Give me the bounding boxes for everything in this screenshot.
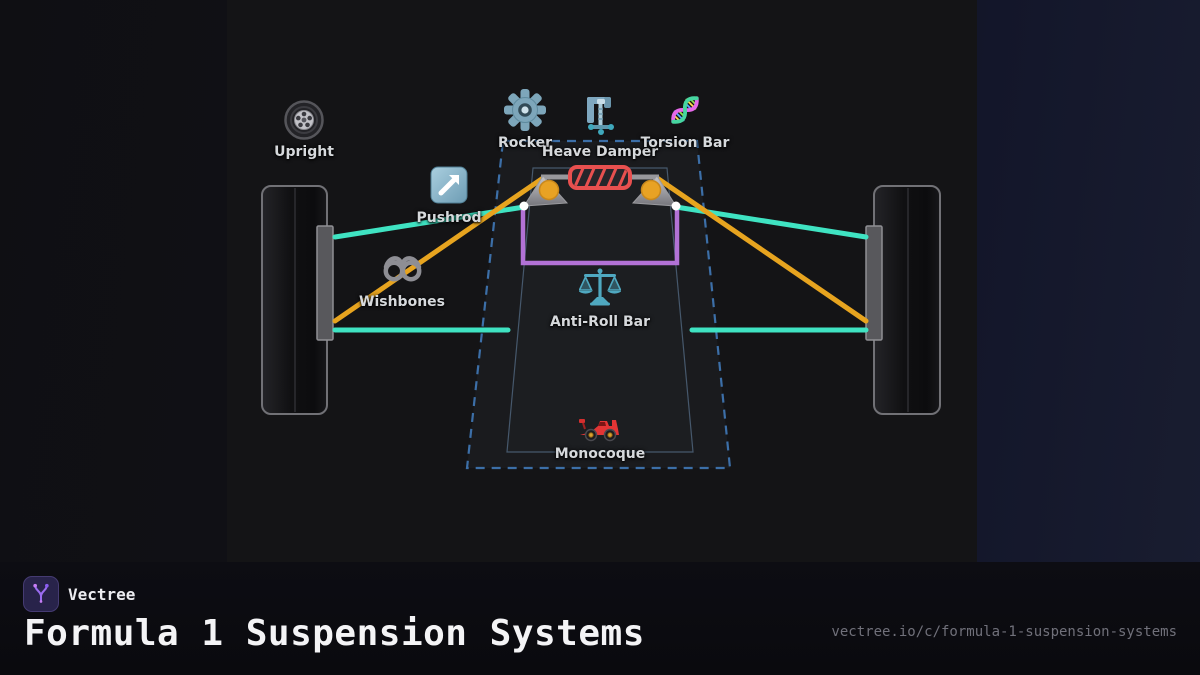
label-anti-roll-bar: Anti-Roll Bar (550, 314, 650, 330)
label-monocoque: Monocoque (554, 446, 646, 462)
arrow-up-right-icon (430, 166, 468, 204)
left-pivot-dot (519, 201, 529, 211)
race-car-icon (578, 414, 622, 442)
pushrod-right (654, 175, 869, 324)
label-pushrod: Pushrod (416, 210, 482, 226)
left-upright-plate (316, 225, 334, 341)
vector-branch-icon (33, 583, 49, 603)
label-heave-damper: Heave Damper (541, 144, 659, 160)
balance-scale-icon (578, 267, 622, 309)
pivot-dots (519, 201, 681, 211)
brand-row: Vectree (23, 576, 135, 612)
footer (0, 562, 1200, 675)
label-rocker: Rocker (497, 135, 553, 151)
monocoque-inner-shell (506, 167, 694, 453)
left-rocker-pivot (538, 179, 560, 201)
tire-icon (284, 100, 324, 140)
double-loop-icon (382, 249, 422, 287)
pushrod-links (332, 175, 869, 324)
dna-icon (663, 88, 707, 132)
label-wishbones: Wishbones (359, 294, 445, 310)
torsion-bar-link (520, 206, 680, 266)
diagram-canvas (227, 0, 977, 562)
label-torsion-bar: Torsion Bar (640, 135, 730, 151)
right-rocker-pivot (640, 179, 662, 201)
right-pivot-dot (671, 201, 681, 211)
brand-logo (23, 576, 59, 612)
label-upright: Upright (274, 144, 334, 160)
right-upright-plate (865, 225, 883, 341)
gear-icon (503, 88, 547, 132)
right-tire (873, 185, 941, 415)
pushrod-left (332, 175, 546, 324)
clamp-icon (579, 93, 621, 139)
brand-name: Vectree (68, 584, 136, 604)
heave-spring-coils (572, 169, 628, 186)
page-title: Formula 1 Suspension Systems (24, 613, 645, 654)
page-url: vectree.io/c/formula-1-suspension-system… (831, 624, 1177, 640)
